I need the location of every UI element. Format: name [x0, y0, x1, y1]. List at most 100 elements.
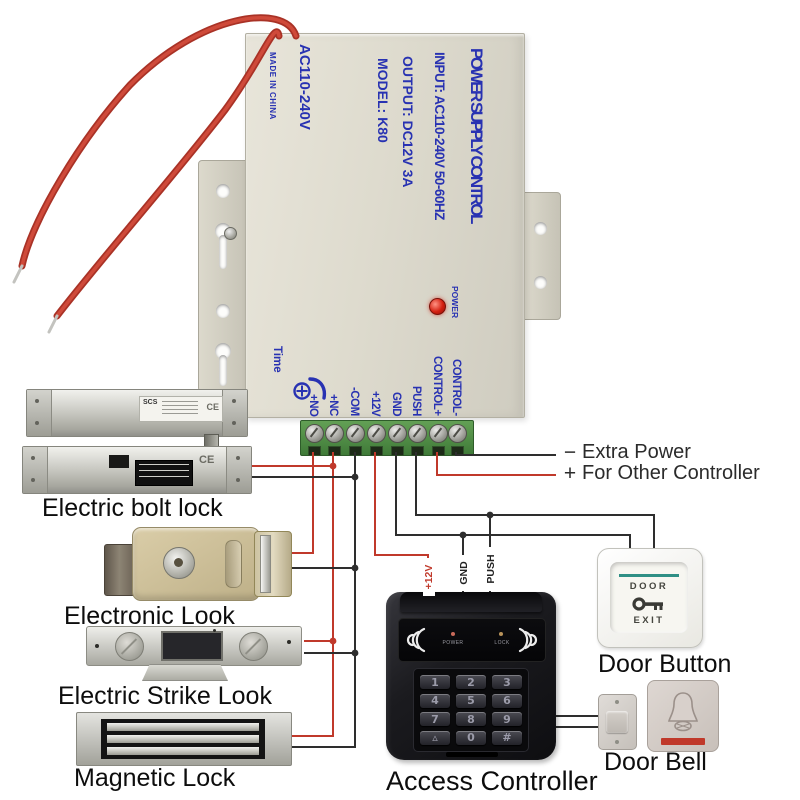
wire-label-12v: +12V: [423, 558, 435, 596]
key-8[interactable]: 8: [456, 712, 486, 726]
screw-icon: [239, 632, 268, 661]
electronic-lock: [104, 524, 292, 602]
bell-brand-tag: [661, 738, 705, 745]
key-hash[interactable]: #: [492, 730, 522, 745]
end-cap: [222, 390, 247, 436]
bolt-lock-upper-bar: SCS CE: [26, 389, 248, 437]
screw-icon: [224, 227, 237, 240]
bell-icon: [667, 692, 699, 732]
key-icon: [632, 597, 663, 611]
sound-waves-right-icon: [518, 627, 538, 653]
sticker-text-lines: [162, 401, 198, 417]
access-controller-caption: Access Controller: [386, 766, 598, 796]
time-adjust-clock-icon: [293, 377, 327, 400]
psu-output-spec: OUTPUT: DC12V 3A: [400, 56, 416, 188]
button-recess[interactable]: [610, 562, 688, 633]
end-cap: [27, 390, 52, 436]
screw-pip: [615, 700, 619, 704]
terminal-label-com: -COM: [348, 387, 360, 416]
brand-text: SCS: [143, 399, 158, 406]
keypad-power-label: POWER: [442, 640, 464, 646]
terminal-screw-icon: [367, 424, 386, 443]
sound-waves-left-icon: [406, 627, 426, 653]
ce-mark: CE: [206, 402, 219, 412]
key-1[interactable]: 1: [420, 675, 450, 689]
psu-right-mounting-flange: [523, 192, 561, 320]
other-controller-text: For Other Controller: [582, 462, 760, 484]
psu-power-led-label: POWER: [450, 286, 460, 319]
psu-time-label: Time: [271, 346, 283, 373]
mount-hole: [95, 644, 99, 648]
terminal-slot: [370, 446, 383, 456]
mount-keyhole-slot: [219, 355, 227, 386]
door-exit-button: DOOR EXIT: [597, 548, 705, 650]
keypad-keys: 1 2 3 4 5 6 7 8 9 ▵ 0 #: [413, 668, 529, 752]
keypad-body: POWER LOCK 1 2 3 4 5 6 7 8 9 ▵ 0 #: [386, 592, 556, 760]
keypad-power-led-icon: [451, 632, 455, 636]
terminal-slot: [349, 446, 362, 456]
exit-text: EXIT: [633, 615, 665, 626]
key-0[interactable]: 0: [456, 730, 486, 745]
terminal-screw-icon: [448, 424, 467, 443]
wire-label-gnd: GND: [458, 555, 470, 591]
psu-input-spec: INPUT: AC110-240V 50-60HZ: [432, 52, 447, 220]
key-2[interactable]: 2: [456, 675, 486, 689]
key-bell[interactable]: ▵: [420, 730, 450, 745]
terminal-label-no: +NO: [307, 393, 319, 416]
door-button-caption: Door Button: [598, 650, 732, 678]
bare-wire-tip: [12, 264, 24, 284]
mount-hole: [216, 304, 230, 318]
terminal-screw-icon: [305, 424, 324, 443]
connector-block: [109, 455, 129, 468]
terminal-screw-icon: [346, 424, 365, 443]
electric-bolt-lock: SCS CE CE: [18, 386, 252, 494]
keypad-lock-led-icon: [499, 632, 503, 636]
magnet-pole-strip: [107, 735, 259, 743]
terminal-screw-icon: [429, 424, 448, 443]
terminal-slot: [391, 446, 404, 456]
wire-label-push: PUSH: [485, 547, 497, 591]
key-9[interactable]: 9: [492, 712, 522, 726]
mount-hole: [216, 184, 230, 198]
door-bell-chime: [647, 680, 719, 752]
magnetic-lock-caption: Magnetic Lock: [74, 764, 236, 792]
lock-barrel: [104, 544, 138, 596]
access-controller: POWER LOCK 1 2 3 4 5 6 7 8 9 ▵ 0 #: [383, 590, 561, 762]
bell-press-button[interactable]: [606, 711, 628, 733]
bare-wire-tip: [47, 314, 59, 334]
psu-left-mounting-flange: [198, 160, 249, 392]
end-cap: [23, 447, 48, 493]
reader-panel: POWER LOCK: [398, 618, 546, 662]
door-bell-caption: Door Bell: [604, 748, 707, 776]
end-cap: [226, 447, 251, 493]
key-3[interactable]: 3: [492, 675, 522, 689]
screw-pip: [615, 740, 619, 744]
terminal-slot: [451, 446, 464, 456]
pin-hole: [213, 629, 216, 632]
terminal-block: [300, 420, 474, 456]
strike-plate: [86, 626, 302, 666]
terminal-screw-icon: [408, 424, 427, 443]
mount-keyhole-bottom: [215, 343, 231, 359]
bolt-lock-lower-bar: CE: [22, 446, 252, 494]
key-6[interactable]: 6: [492, 693, 522, 708]
bolt-lock-caption: Electric bolt lock: [42, 494, 223, 522]
key-cylinder: [163, 547, 195, 579]
key-4[interactable]: 4: [420, 693, 450, 708]
psu-made-in: MADE IN CHINA: [268, 52, 277, 120]
terminal-label-12v: +12V: [369, 390, 381, 416]
lock-body: [132, 527, 260, 601]
psu-model: MODEL: K80: [375, 58, 391, 143]
mount-hole: [287, 640, 291, 644]
terminal-screw-icon: [388, 424, 407, 443]
key-5[interactable]: 5: [456, 693, 486, 708]
terminal-label-control-plus: CONTROL+: [431, 356, 443, 416]
strike-lock-caption: Electric Strike Look: [58, 682, 272, 710]
key-7[interactable]: 7: [420, 712, 450, 726]
magnet-housing: [76, 712, 292, 766]
spec-sticker: SCS CE: [139, 396, 223, 422]
terminal-screw-icon: [325, 424, 344, 443]
terminal-label-control-minus: CONTROL-: [450, 359, 462, 416]
ce-mark: CE: [199, 454, 215, 466]
